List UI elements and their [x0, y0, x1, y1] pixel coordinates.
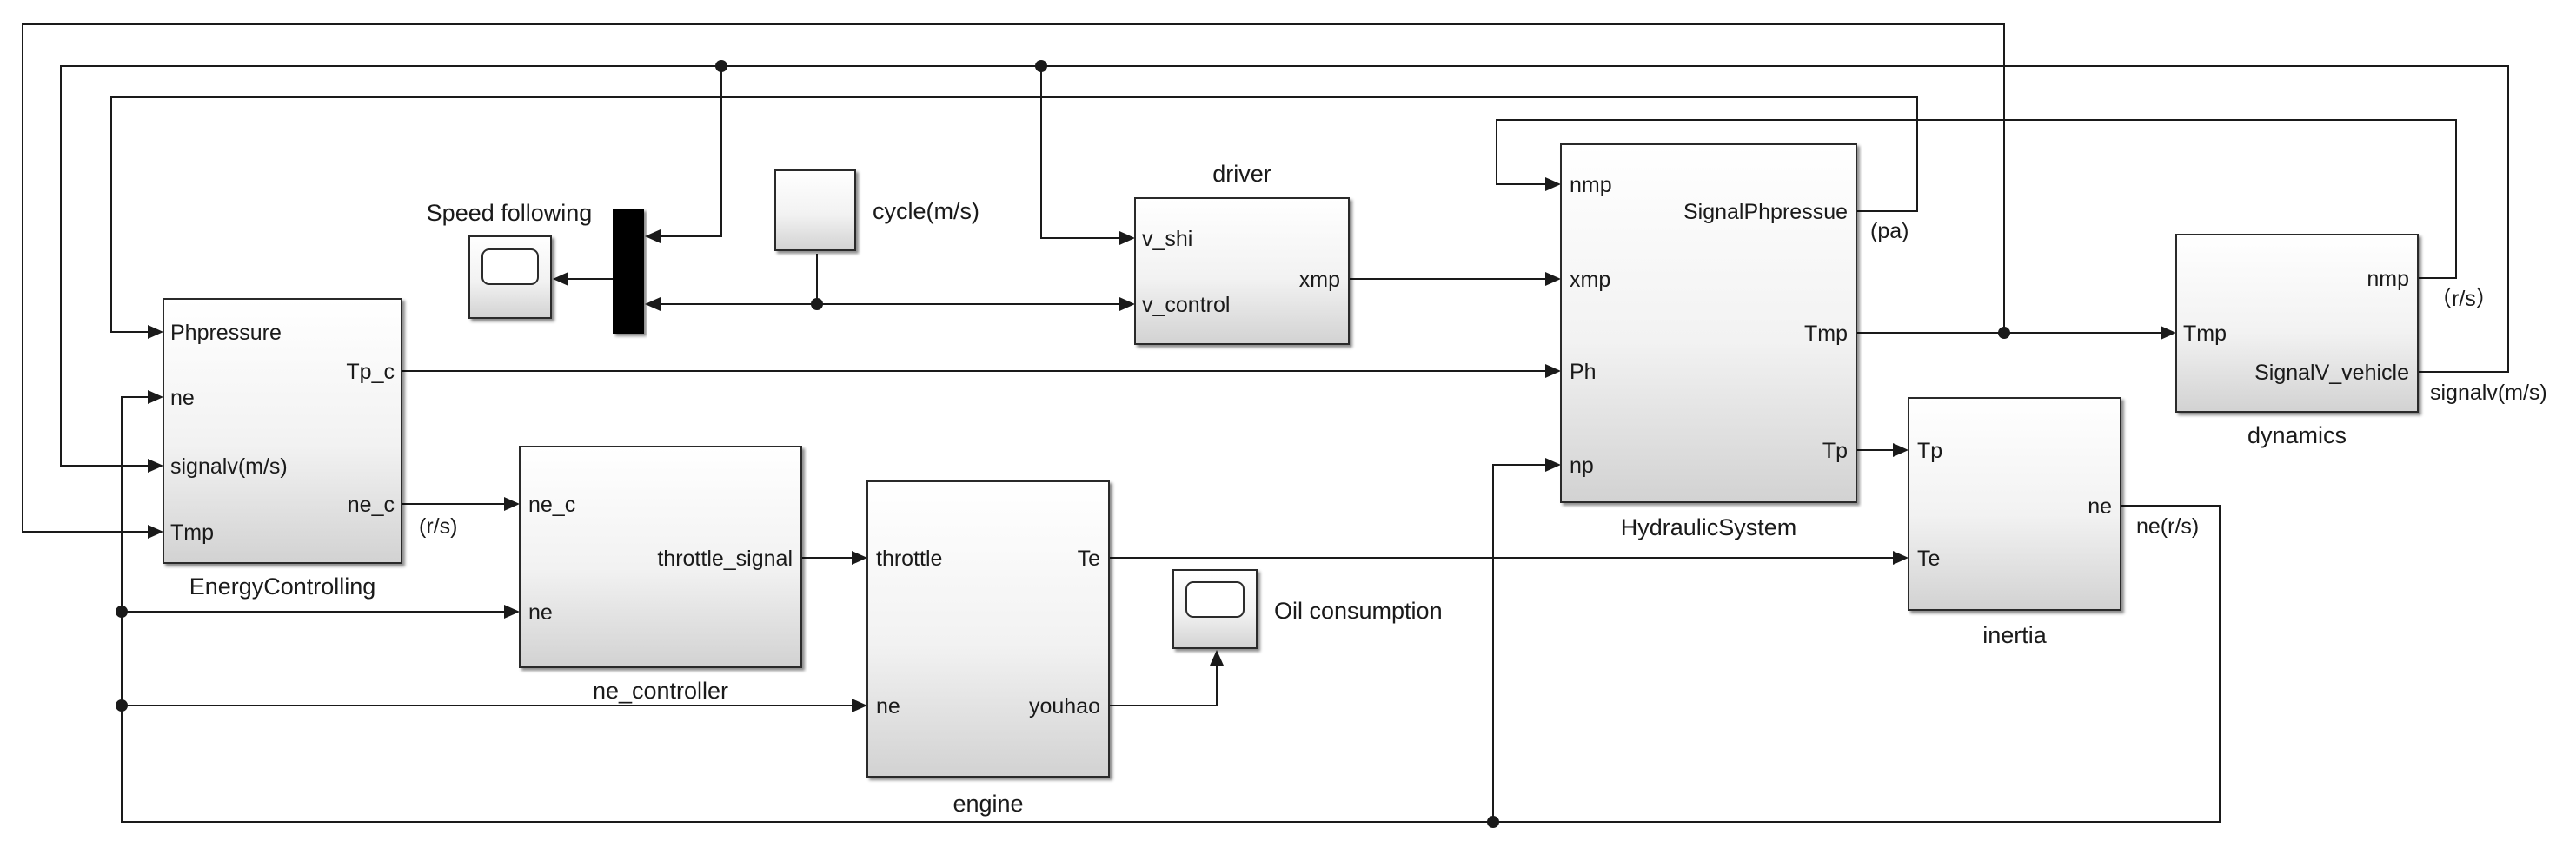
label-signalv: signalv(m/s)	[2430, 381, 2547, 405]
block-title: Oil consumption	[1274, 598, 1443, 624]
port-phpressure: Phpressure	[170, 321, 282, 345]
arrow-energy-signalv	[148, 459, 163, 473]
arrow-hyd-np	[1545, 458, 1561, 472]
block-title: inertia	[1982, 622, 2048, 648]
block-title: HydraulicSystem	[1621, 514, 1797, 540]
wire-signalv-to-mux[interactable]	[654, 66, 722, 237]
port-ne-c-in: ne_c	[528, 493, 575, 517]
block-speed-scope[interactable]: Speed following	[427, 200, 593, 319]
port-np: np	[1570, 454, 1594, 478]
block-title: engine	[953, 791, 1023, 817]
port-throttle-signal: throttle_signal	[657, 547, 793, 571]
port-ne: ne	[170, 386, 195, 410]
port-v-control: v_control	[1142, 293, 1230, 317]
port-signalv: signalv(m/s)	[170, 454, 288, 479]
wire-ne-to-np[interactable]	[1492, 464, 1545, 822]
port-tp-out: Tp	[1822, 439, 1848, 463]
junction-dot	[715, 60, 727, 72]
port-te: Te	[1078, 547, 1100, 571]
arrow-driver-vcontrol	[1119, 297, 1135, 311]
wire-nmp-loop[interactable]	[1496, 119, 2457, 279]
arrow-hyd-ph	[1545, 364, 1561, 378]
signal-labels: (r/s) (pa) （r/s） signalv(m/s) ne(r/s)	[419, 219, 2547, 539]
port-xmp-in: xmp	[1570, 268, 1610, 292]
port-ph: Ph	[1570, 360, 1597, 384]
arrow-energy-phpressure	[148, 325, 163, 339]
block-title: dynamics	[2247, 422, 2347, 448]
port-dyn-tmp: Tmp	[2183, 321, 2227, 346]
junction-dot	[116, 699, 128, 712]
arrow-engine-throttle	[852, 551, 867, 565]
arrow-necontroller-ne	[504, 605, 520, 619]
port-nmp-in: nmp	[1570, 173, 1612, 197]
port-v-shi: v_shi	[1142, 227, 1192, 251]
junction-dots	[116, 60, 2010, 828]
port-tp-c: Tp_c	[346, 360, 395, 384]
arrow-hyd-nmp	[1545, 177, 1561, 191]
arrow-necontroller-nec	[504, 497, 520, 511]
arrow-mux-in2	[645, 297, 661, 311]
block-hydraulic-system[interactable]: nmp xmp Ph np SignalPhpressue Tmp Tp Hyd…	[1560, 143, 1857, 540]
port-inertia-ne: ne	[2088, 494, 2112, 519]
block-title: EnergyControlling	[189, 573, 376, 600]
arrow-engine-ne	[852, 699, 867, 712]
junction-dot	[1487, 816, 1499, 828]
port-signalphpressue: SignalPhpressue	[1683, 200, 1848, 224]
wire-signalv-to-vshi[interactable]	[1040, 66, 1123, 239]
port-ne-in: ne	[528, 600, 553, 625]
arrow-energy-tmp	[148, 525, 163, 539]
block-title: driver	[1212, 161, 1271, 187]
port-signalv-vehicle: SignalV_vehicle	[2254, 361, 2409, 385]
label-ne-rs: ne(r/s)	[2136, 514, 2199, 539]
arrow-hyd-xmp	[1545, 272, 1561, 286]
scope-icon	[481, 248, 539, 285]
block-inertia[interactable]: Tp Te ne inertia	[1908, 397, 2121, 648]
label-nec-unit: (r/s)	[419, 514, 457, 539]
arrow-speed-scope	[553, 272, 568, 286]
junction-dot	[116, 606, 128, 618]
arrow-driver-vshi	[1119, 231, 1135, 245]
label-nmp-unit: （r/s）	[2430, 287, 2498, 311]
arrow-inertia-te	[1893, 551, 1909, 565]
block-title: cycle(m/s)	[873, 198, 979, 224]
block-energy-controlling[interactable]: Phpressure ne signalv(m/s) Tmp Tp_c ne_c…	[163, 298, 402, 600]
scope-icon	[1185, 581, 1245, 618]
junction-dot	[811, 298, 823, 310]
junction-dot	[1998, 327, 2010, 339]
arrow-mux-in1	[645, 229, 661, 243]
block-mux[interactable]	[613, 209, 644, 334]
port-xmp-out: xmp	[1299, 268, 1340, 292]
arrowheads	[148, 177, 2176, 712]
block-ne-controller[interactable]: ne_c ne throttle_signal ne_controller	[519, 446, 802, 704]
block-cycle[interactable]: cycle(m/s)	[774, 169, 979, 251]
port-inertia-tp: Tp	[1917, 439, 1942, 463]
signal-lines	[22, 23, 2509, 823]
port-tmp-out: Tmp	[1804, 321, 1848, 346]
wire-signalv-loop[interactable]	[60, 65, 2509, 467]
port-tmp: Tmp	[170, 520, 214, 545]
arrow-inertia-tp	[1893, 443, 1909, 457]
arrow-dynamics-tmp	[2161, 326, 2176, 340]
block-oil-scope[interactable]: Oil consumption	[1172, 569, 1443, 649]
port-youhao: youhao	[1029, 694, 1100, 719]
port-ne-c: ne_c	[348, 493, 395, 517]
wire-phpressure-loop[interactable]	[110, 96, 1918, 333]
arrow-energy-ne	[148, 390, 163, 404]
port-throttle: throttle	[876, 547, 942, 571]
port-inertia-te: Te	[1917, 547, 1940, 571]
junction-dot	[1035, 60, 1047, 72]
wire-youhao-to-scope[interactable]	[1109, 665, 1218, 706]
block-title: ne_controller	[593, 678, 728, 704]
block-driver[interactable]: v_shi v_control xmp driver	[1134, 161, 1350, 345]
port-engine-ne: ne	[876, 694, 900, 719]
wire-tmp-loop[interactable]	[22, 23, 2005, 533]
port-dyn-nmp: nmp	[2367, 267, 2409, 291]
block-title: Speed following	[427, 200, 593, 226]
arrow-oilscope	[1210, 650, 1224, 666]
block-dynamics[interactable]: Tmp nmp SignalV_vehicle dynamics	[2175, 234, 2419, 448]
wire-ne-loop[interactable]	[121, 396, 2221, 823]
block-engine[interactable]: throttle ne Te youhao engine	[866, 480, 1110, 817]
label-pa: (pa)	[1870, 219, 1909, 243]
